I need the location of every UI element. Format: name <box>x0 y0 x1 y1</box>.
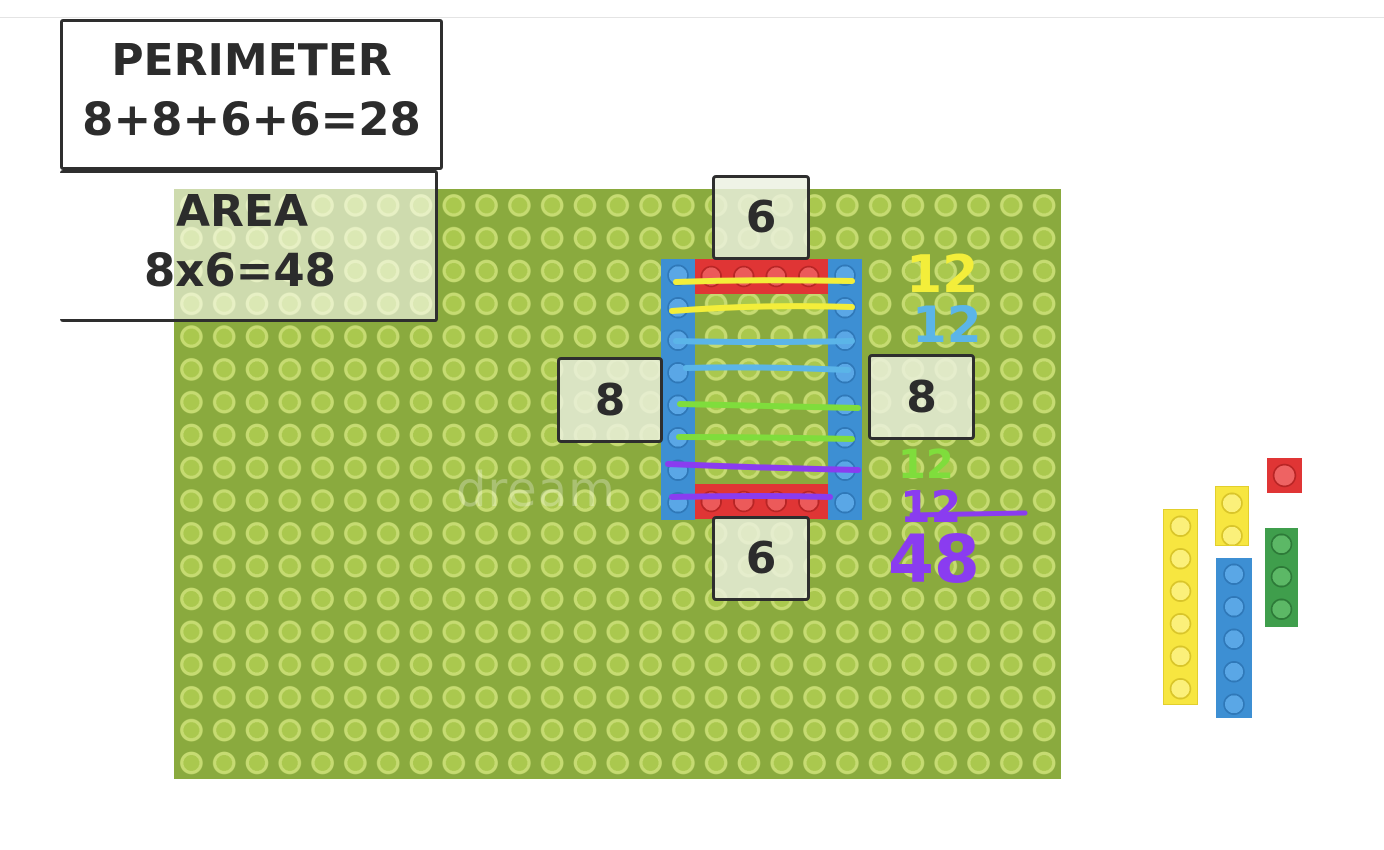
right-blue-brick[interactable] <box>828 259 862 520</box>
loose-red-brick[interactable] <box>1267 458 1302 493</box>
blue-row-line <box>683 364 851 373</box>
area-card[interactable]: AREA 8x6=48 <box>60 170 438 322</box>
side-label-bottom[interactable]: 6 <box>712 516 810 601</box>
annotation-purple-12: 12 <box>900 482 961 533</box>
purple-row-line <box>665 461 861 473</box>
annotation-green-12: 12 <box>898 442 954 488</box>
purple-row-line <box>669 493 833 500</box>
yellow-row-line <box>673 277 855 285</box>
area-equation: 8x6=48 <box>144 244 336 297</box>
bottom-red-brick[interactable] <box>695 484 828 519</box>
watermark-text: dream <box>456 462 616 518</box>
top-red-brick[interactable] <box>695 259 828 294</box>
loose-yellow-brick-long[interactable] <box>1163 509 1198 705</box>
side-label-right[interactable]: 8 <box>868 354 975 440</box>
loose-green-brick[interactable] <box>1265 528 1298 627</box>
green-row-line <box>676 434 855 442</box>
left-blue-brick[interactable] <box>661 259 695 520</box>
perimeter-title: PERIMETER <box>111 35 392 86</box>
yellow-row-line <box>669 303 855 314</box>
annotation-yellow-12: 12 <box>906 245 978 305</box>
area-title: AREA <box>176 186 309 237</box>
side-label-top[interactable]: 6 <box>712 175 810 260</box>
loose-blue-brick[interactable] <box>1216 558 1252 718</box>
blue-row-line <box>673 338 855 345</box>
lego-baseplate <box>174 189 1061 779</box>
perimeter-card[interactable]: PERIMETER 8+8+6+6=28 <box>60 19 443 170</box>
top-divider <box>0 17 1384 18</box>
side-label-left[interactable]: 8 <box>557 357 663 443</box>
annotation-blue-12: 12 <box>912 296 982 354</box>
annotation-total-48: 48 <box>888 521 980 598</box>
loose-yellow-brick-short[interactable] <box>1215 486 1249 546</box>
green-row-line <box>677 401 861 411</box>
purple-sum-line <box>909 510 1028 518</box>
perimeter-equation: 8+8+6+6=28 <box>82 93 421 146</box>
